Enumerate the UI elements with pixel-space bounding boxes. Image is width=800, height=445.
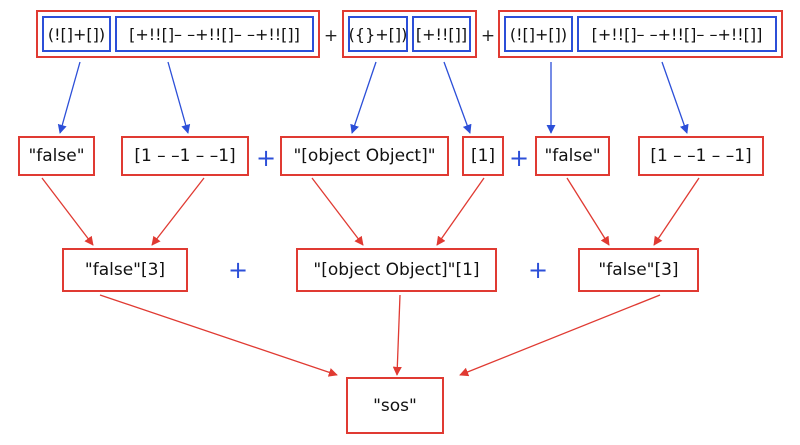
arrow-a-left	[57, 61, 81, 134]
plus-operator-row3-1: +	[227, 256, 249, 284]
arrow-index-a	[151, 177, 205, 246]
arrow-index-b	[436, 177, 485, 246]
group-c-right: [+!![]– –+!![]– –+!![]]	[577, 16, 777, 52]
group-b-right: [+!![]]	[412, 16, 471, 52]
expr-c-box: "false"[3]	[578, 248, 699, 292]
false-a-box: "false"	[18, 136, 95, 176]
group-a-left: (![]+[])	[42, 16, 111, 52]
arrow-expr-c	[459, 294, 661, 377]
plus-operator-row2-1: +	[255, 144, 277, 172]
arrow-expr-a	[99, 294, 338, 377]
group-c-left: (![]+[])	[504, 16, 573, 52]
group-c-box	[498, 10, 783, 58]
arrow-expr-b	[392, 294, 402, 376]
expr-a-box: "false"[3]	[62, 248, 188, 292]
arrow-a-right	[167, 61, 191, 134]
group-b-box	[342, 10, 477, 58]
arrow-index-c	[653, 177, 700, 246]
group-b-left: ({}+[])	[348, 16, 408, 52]
plus-operator-ab: +	[323, 26, 339, 46]
index-a-box: [1 – –1 – –1]	[121, 136, 249, 176]
arrow-b-right	[443, 61, 472, 134]
index-b-box: [1]	[462, 136, 504, 176]
result-box: "sos"	[346, 377, 444, 434]
arrow-false-a	[41, 177, 94, 246]
arrow-b-left	[350, 61, 377, 134]
group-a-box	[36, 10, 320, 58]
plus-operator-bc: +	[480, 26, 496, 46]
group-a-right: [+!![]– –+!![]– –+!![]]	[115, 16, 314, 52]
object-str-box: "[object Object]"	[280, 136, 449, 176]
arrow-false-c	[566, 177, 610, 246]
plus-operator-row2-2: +	[508, 144, 530, 172]
expr-b-box: "[object Object]"[1]	[296, 248, 497, 292]
arrow-object-str	[311, 177, 364, 246]
plus-operator-row3-2: +	[527, 256, 549, 284]
false-c-box: "false"	[535, 136, 610, 176]
index-c-box: [1 – –1 – –1]	[638, 136, 764, 176]
arrow-c-right	[661, 61, 689, 134]
